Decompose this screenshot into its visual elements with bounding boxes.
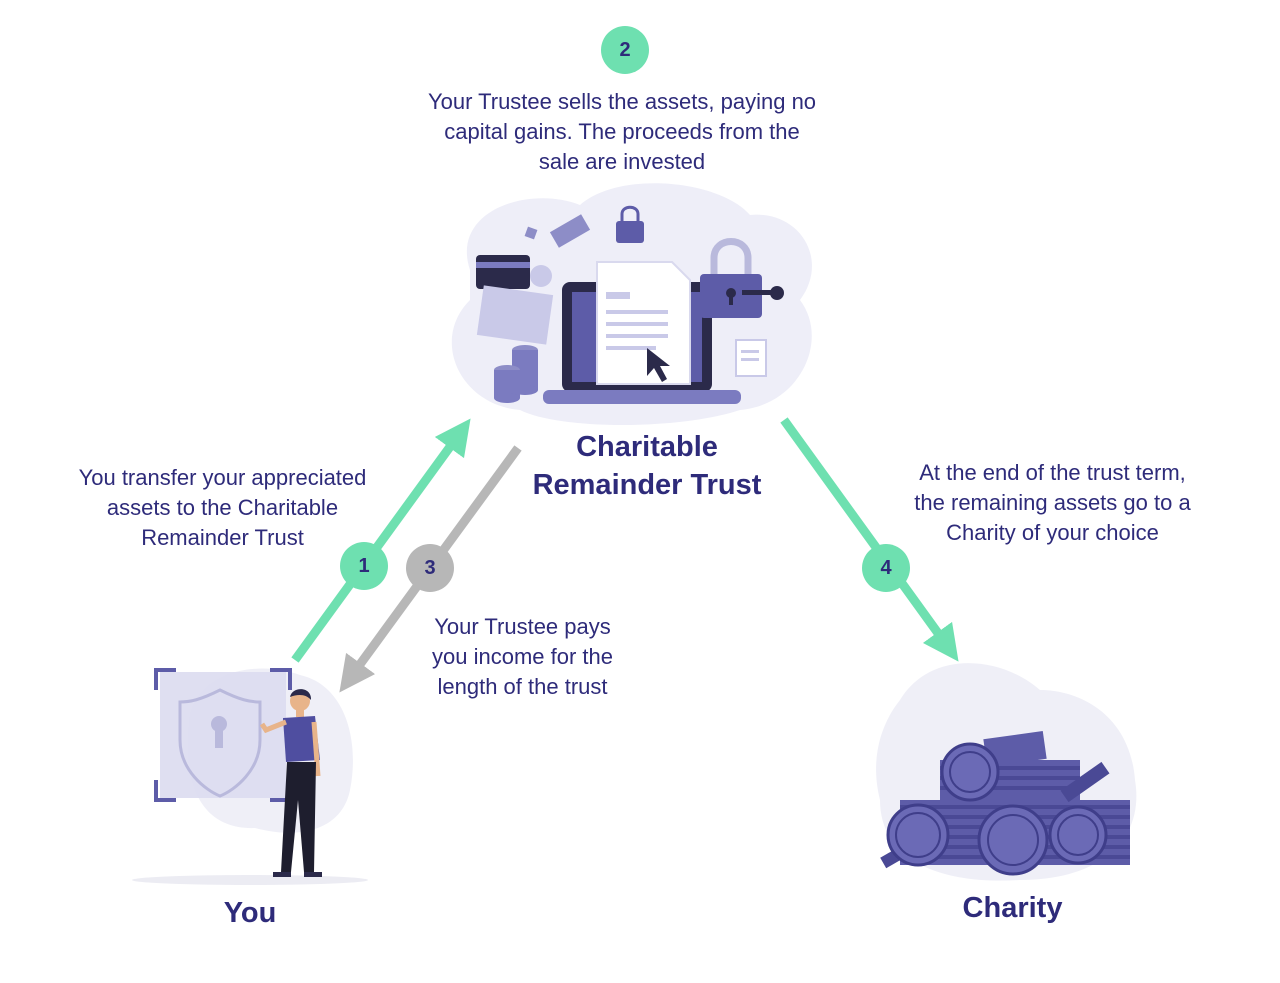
step-1-badge: 1 [340, 542, 388, 590]
you-title: You [223, 897, 277, 929]
step-3-text: Your Trustee pays you income for the len… [432, 614, 613, 699]
step-4-badge: 4 [862, 544, 910, 592]
coin-stacks-icon [876, 663, 1137, 881]
step-4-text: At the end of the trust term, the remain… [914, 460, 1191, 545]
person-shield-icon [132, 668, 368, 885]
laptop-document-lock-icon [451, 183, 812, 425]
step-2-badge: 2 [601, 26, 649, 74]
step-3-badge: 3 [406, 544, 454, 592]
charity-title: Charity [962, 892, 1063, 924]
step-2-text: Your Trustee sells the assets, paying no… [427, 89, 817, 174]
step-1-text: You transfer your appreciated assets to … [78, 465, 367, 550]
trust-title: Charitable Remainder Trust [532, 431, 762, 501]
arrow-4-trust-to-charity [780, 417, 959, 662]
